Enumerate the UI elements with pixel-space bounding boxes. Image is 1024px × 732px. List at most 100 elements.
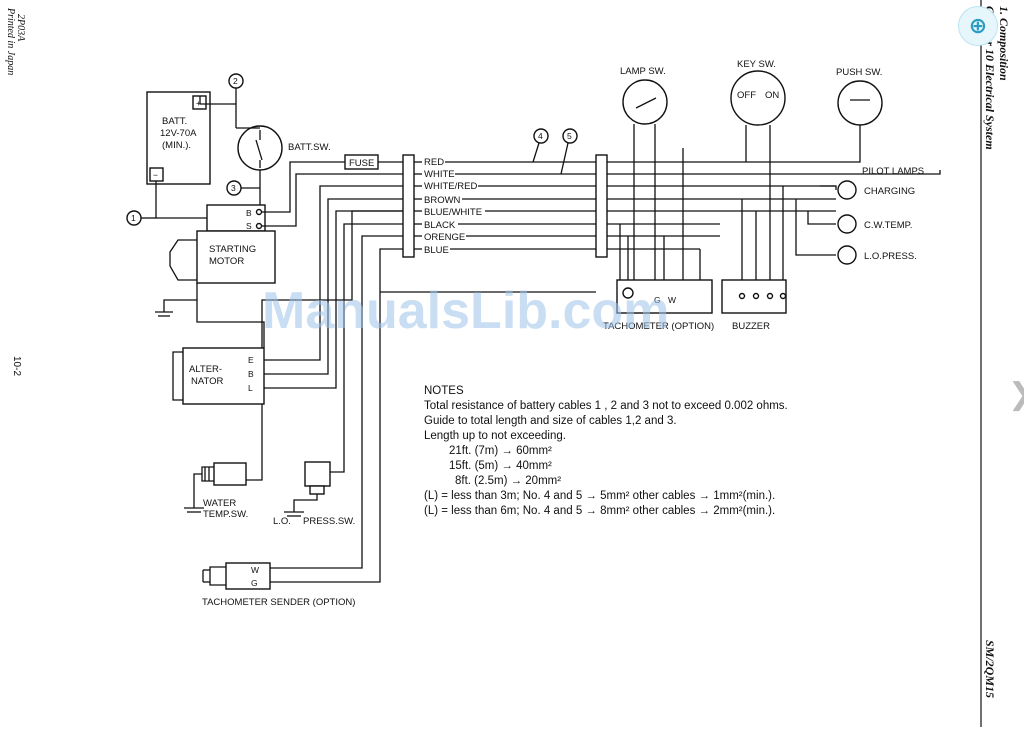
tachometer-sender (202, 562, 271, 590)
wire-label-blue: BLUE (424, 245, 449, 256)
batt-minus-cable (155, 181, 208, 219)
starting-motor-label-1: STARTING (209, 244, 256, 255)
wire-label-red: RED (424, 157, 444, 168)
wire-label-white: WHITE (424, 169, 455, 180)
lamp-switch (622, 79, 668, 125)
connector-left (402, 154, 415, 258)
callout-5 (562, 128, 578, 144)
charging-lamp-label: CHARGING (864, 186, 915, 197)
watermark: ManualsLib.com (262, 282, 669, 340)
connector-right (595, 154, 608, 258)
notes-condition-2: (L) = less than 6m; No. 4 and 5 → 8mm² o… (424, 505, 775, 517)
alternator-b: B (248, 369, 254, 379)
key-sw-off: OFF (737, 90, 756, 101)
tacho-sender-label: TACHOMETER SENDER (OPTION) (202, 597, 355, 608)
battery-label-1: BATT. (162, 116, 187, 127)
left-branch-wires (246, 185, 596, 583)
starting-motor-body (196, 230, 276, 284)
starter-b-terminal (255, 208, 263, 216)
starter-ground-wire (163, 283, 198, 312)
tacho-sender-g: G (251, 578, 258, 588)
wire-label-blue-white: BLUE/WHITE (424, 207, 482, 218)
alternator-ground-wire (196, 300, 265, 348)
key-sw-label: KEY SW. (737, 59, 776, 70)
battery-minus: − (153, 170, 158, 180)
notes-block: NOTES Total resistance of battery cables… (424, 385, 788, 517)
lo-press-label-2: PRESS.SW. (303, 516, 355, 527)
notes-title: NOTES (424, 385, 464, 397)
starter-s-terminal (255, 222, 263, 230)
cw-temp-lamp (837, 214, 857, 234)
section-title: 1. Composition (997, 6, 1011, 81)
starter-b-label: B (246, 208, 252, 218)
lo-press-lamp (837, 245, 857, 265)
buzzer-t2 (752, 292, 760, 300)
battery-plus: + (196, 98, 201, 108)
starter-nose (169, 239, 197, 281)
notes-size-3: 8ft. (2.5m) → 20mm² (455, 475, 561, 487)
callout-1 (126, 210, 142, 226)
starter-b-wire (262, 161, 345, 213)
starter-s-label: S (246, 221, 252, 231)
zoom-in-icon[interactable]: ⊕ (958, 6, 998, 46)
notes-condition-1: (L) = less than 3m; No. 4 and 5 → 5mm² o… (424, 490, 775, 502)
lamp-sw-blade (635, 97, 657, 109)
buzzer-t4 (779, 292, 787, 300)
alternator-l: L (248, 383, 253, 393)
wire-label-white-red: WHITE/RED (424, 181, 477, 192)
alternator-label-1: ALTER- (189, 364, 222, 375)
tachometer-label: TACHOMETER (OPTION) (603, 321, 714, 332)
tacho-w: W (668, 295, 676, 305)
key-sw-on: ON (765, 90, 779, 101)
lo-press-lamp-label: L.O.PRESS. (864, 251, 917, 262)
batt-sw-blade (255, 139, 263, 161)
buzzer-t1 (738, 292, 746, 300)
tacho-g: G (654, 295, 661, 305)
wire-label-black: BLACK (424, 220, 456, 231)
page-number: 10-2 (11, 356, 22, 376)
notes-line-3: Length up to not exceeding. (424, 430, 566, 442)
starting-motor-label-2: MOTOR (209, 256, 244, 267)
tachometer (616, 279, 713, 314)
print-code: 2P03A (15, 14, 26, 42)
key-switch (730, 70, 786, 126)
lo-press-switch (284, 461, 331, 517)
water-temp-label-1: WATER (203, 498, 236, 509)
batt-plus-cable (199, 96, 237, 128)
alternator-pulley (172, 351, 183, 401)
printed-in-japan: Printed in Japan (5, 7, 16, 75)
model-code: SM/2QM15 (983, 640, 997, 698)
battery-label-2: 12V-70A (160, 128, 197, 139)
alternator-label-2: NATOR (191, 376, 224, 387)
buzzer-label: BUZZER (732, 321, 770, 332)
starter-s-wire (262, 173, 405, 227)
push-sw-label: PUSH SW. (836, 67, 882, 78)
callout-4-label: 4 (538, 131, 543, 141)
water-temp-switch (184, 462, 247, 513)
tacho-lamp (622, 287, 634, 299)
harness-wires: RED WHITE WHITE/RED BROWN BLUE/WHITE BLA… (414, 157, 596, 256)
tacho-sender-w: W (251, 565, 259, 575)
notes-line-1: Total resistance of battery cables 1 , 2… (424, 400, 788, 412)
callout-1-label: 1 (131, 213, 136, 223)
pilot-lamps-title: PILOT LAMPS (862, 166, 924, 177)
chevron-right-icon[interactable]: ❯ (1008, 370, 1024, 420)
notes-size-2: 15ft. (5m) → 40mm² (449, 460, 552, 472)
battery-label-3: (MIN.). (162, 140, 191, 151)
water-temp-label-2: TEMP.SW. (203, 509, 248, 520)
batt-sw-label: BATT.SW. (288, 142, 331, 153)
wire-label-orenge: ORENGE (424, 232, 465, 243)
notes-size-1: 21ft. (7m) → 60mm² (449, 445, 552, 457)
callout-5-leader (560, 142, 569, 175)
callout-4-leader (532, 142, 540, 163)
alternator-e: E (248, 355, 254, 365)
buzzer-t3 (766, 292, 774, 300)
callout-4 (533, 128, 549, 144)
right-harness-wires (607, 124, 941, 280)
lamp-sw-label: LAMP SW. (620, 66, 666, 77)
callout-2-label: 2 (233, 76, 238, 86)
callout-3-label: 3 (231, 183, 236, 193)
push-switch (837, 80, 883, 126)
